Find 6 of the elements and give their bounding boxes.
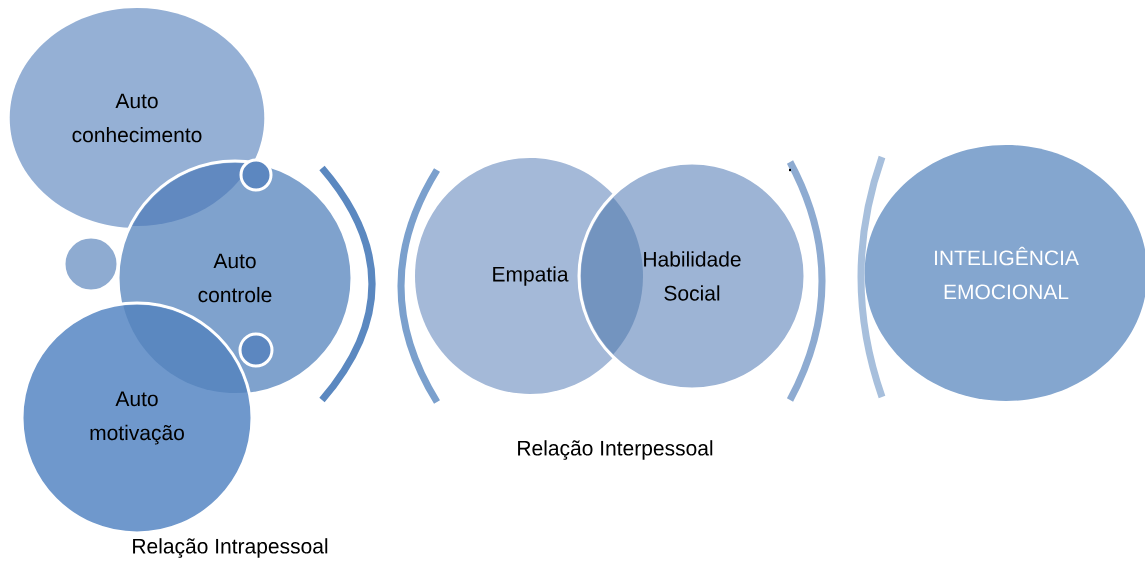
caption-text: Relação Intrapessoal <box>133 538 328 558</box>
small-circle <box>238 332 274 368</box>
caption-text: Relação Interpessoal <box>518 440 713 460</box>
small-circle <box>239 158 273 192</box>
small-circle <box>62 235 120 293</box>
caption-text: . <box>789 168 791 172</box>
